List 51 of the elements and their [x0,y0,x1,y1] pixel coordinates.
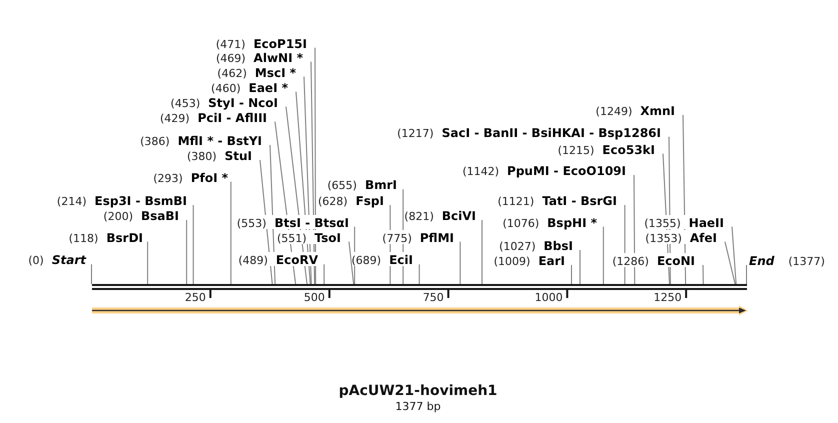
cut-site-label: (489) EcoRV [238,252,318,266]
leader-line [348,241,354,284]
cut-site-label: (293) PfoI * [153,170,228,184]
cut-site-label: (1027) BbsI [499,238,573,252]
cut-site-label: (1286) EcoNI [612,253,695,267]
cut-site-label: (429) PciI - AflIII [160,110,267,124]
cut-site-label: (214) Esp3I - BsmBI [56,193,187,207]
cut-site-label: (1142) PpuMI - EcoO109I [462,163,626,177]
cut-site-label: (1215) Eco53kI [558,142,655,156]
cut-site-label: (821) BciVI [404,208,476,222]
cut-site-label: (469) AlwNI * [216,50,303,64]
dna-backbone [92,284,747,290]
leader-line [186,220,188,284]
plasmid-name: pAcUW21-hovimeh1 [338,383,498,400]
leader-line [702,264,704,284]
cut-site-label: (1217) SacI - BanII - BsiHKAI - Bsp1286I [397,124,661,139]
cut-site-label: (1353) AfeI [645,230,717,244]
leader-line [147,241,148,284]
cut-site-label: (1121) TatI - BsrGI [498,193,617,207]
scale-number: 750 [422,290,444,304]
scale-number: 500 [304,290,325,304]
cut-site-label: (386) MflI * - BstYI [140,133,262,147]
leader-line [91,264,92,284]
sequence-end-label: End (1377) [749,253,825,267]
leader-line [746,264,747,284]
cut-site-label: (380) StuI [187,148,252,162]
leader-line [724,241,736,284]
scale-number: 1250 [654,290,682,304]
cut-site-label: (689) EciI [352,252,413,266]
leader-line [230,181,232,284]
cut-site-label: (628) FspI [318,193,384,207]
leader-line [460,241,461,284]
cut-site-label: (551) TsoI [276,230,341,244]
leader-line [602,226,604,284]
cut-site-label: (1249) XmnI [596,103,675,117]
cut-site-label: (553) BtsI - BtsαI [236,214,349,229]
cut-site-label: (775) PflMI [382,230,454,244]
leader-line [571,264,572,284]
scale-number: 250 [184,290,206,304]
sequence-length: 1377 bp [395,400,441,414]
leader-line [634,174,636,284]
cut-site-label: (1355) HaeII [644,214,724,229]
cut-site-label: (200) BsaBI [103,208,179,222]
leader-line [418,264,420,284]
leader-line [324,264,325,284]
leader-line [732,226,737,284]
cut-site-label: (1009) EarI [494,253,565,267]
cut-site-label: (655) BmrI [327,177,397,192]
sequence-start-label: (0) Start [28,252,86,266]
leader-line [192,204,194,284]
scale-number: 1000 [534,290,563,304]
